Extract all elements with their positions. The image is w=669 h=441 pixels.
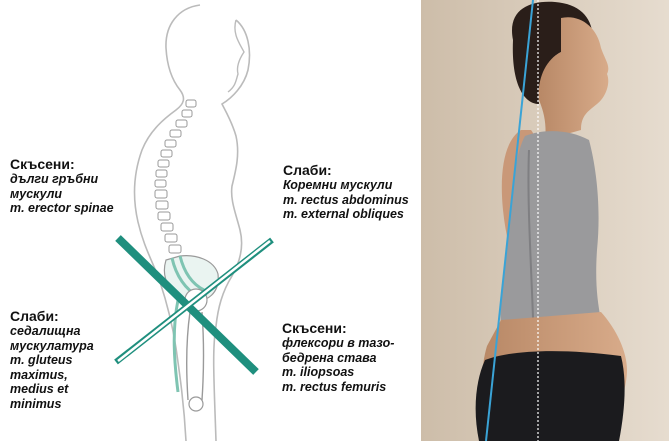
label-lower-left-body: седалищна мускулатура m. gluteus maximus…	[10, 324, 94, 411]
label-lower-left: Слаби: седалищна мускулатура m. gluteus …	[10, 308, 94, 411]
label-lower-right: Скъсени: флексори в тазо- бедрена става …	[282, 320, 394, 394]
label-upper-left-heading: Скъсени:	[10, 156, 114, 172]
label-upper-right-heading: Слаби:	[283, 162, 409, 178]
pelvis	[164, 256, 218, 411]
label-upper-left-body: дълги гръбни мускули m. erector spinae	[10, 172, 114, 216]
body-outline	[135, 5, 250, 441]
label-lower-left-heading: Слаби:	[10, 308, 94, 324]
label-lower-right-body: флексори в тазо- бедрена става m. iliops…	[282, 336, 394, 394]
label-upper-right: Слаби: Коремни мускули m. rectus abdomin…	[283, 162, 409, 222]
model-photo-panel	[421, 0, 669, 441]
label-lower-right-heading: Скъсени:	[282, 320, 394, 336]
label-upper-left: Скъсени: дълги гръбни мускули m. erector…	[10, 156, 114, 216]
model-photo-icon	[421, 0, 669, 441]
label-upper-right-body: Коремни мускули m. rectus abdominus m. e…	[283, 178, 409, 222]
